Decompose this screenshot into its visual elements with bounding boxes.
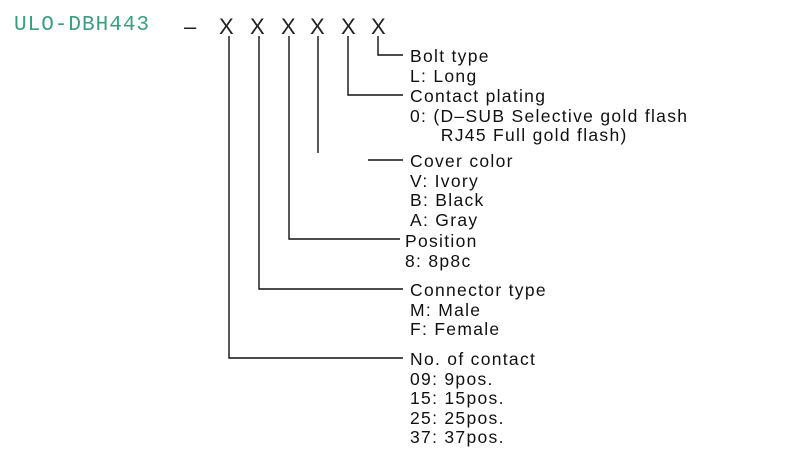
placeholder-connector-type: X <box>250 14 265 39</box>
part-number-prefix: ULO-DBH443 <box>14 14 151 37</box>
contact-plating-block: Contact plating 0: (D–SUB Selective gold… <box>410 86 689 146</box>
bolt-type-block: Bolt type L: Long <box>410 46 490 86</box>
position-block: Position 8: 8p8c <box>405 231 478 271</box>
contact-plating-option: 0: (D–SUB Selective gold flash <box>410 105 689 126</box>
connector-type-block: Connector type M: Male F: Female <box>410 280 547 340</box>
part-number-dash: – <box>184 14 197 39</box>
connector-type-title: Connector type <box>410 280 547 300</box>
cover-color-option: V: Ivory <box>410 170 480 191</box>
leader-position <box>288 36 400 240</box>
leader-no-of-contact <box>228 36 403 359</box>
bolt-type-title: Bolt type <box>410 46 490 66</box>
position-title: Position <box>405 231 478 251</box>
cover-color-option: B: Black <box>410 190 485 210</box>
no-of-contact-block: No. of contact 09: 9pos. 15: 15pos. 25: … <box>410 349 537 448</box>
no-of-contact-option: 37: 37pos. <box>410 427 505 447</box>
no-of-contact-option: 25: 25pos. <box>410 407 505 428</box>
placeholder-position: X <box>281 14 296 39</box>
no-of-contact-option: 09: 9pos. <box>410 368 494 389</box>
position-option: 8: 8p8c <box>405 250 472 271</box>
contact-plating-title: Contact plating <box>410 86 547 106</box>
placeholder-contact-plating: X <box>341 14 356 39</box>
connector-type-option: M: Male <box>410 299 482 320</box>
leader-connector-type <box>258 36 403 290</box>
leader-contact-plating <box>347 36 403 96</box>
placeholder-cover-color: X <box>310 14 325 39</box>
leader-bolt-type <box>377 36 403 56</box>
cover-color-title: Cover color <box>410 151 514 171</box>
cover-color-block: Cover color V: Ivory B: Black A: Gray <box>410 151 514 230</box>
placeholder-bolt-type: X <box>371 14 386 39</box>
cover-color-option: A: Gray <box>410 209 479 230</box>
placeholder-no-of-contact: X <box>219 14 234 39</box>
connector-type-option: F: Female <box>410 319 501 339</box>
no-of-contact-option: 15: 15pos. <box>410 388 505 408</box>
no-of-contact-title: No. of contact <box>410 349 537 369</box>
bolt-type-option: L: Long <box>410 65 478 86</box>
contact-plating-option-cont: RJ45 Full gold flash) <box>410 125 628 145</box>
